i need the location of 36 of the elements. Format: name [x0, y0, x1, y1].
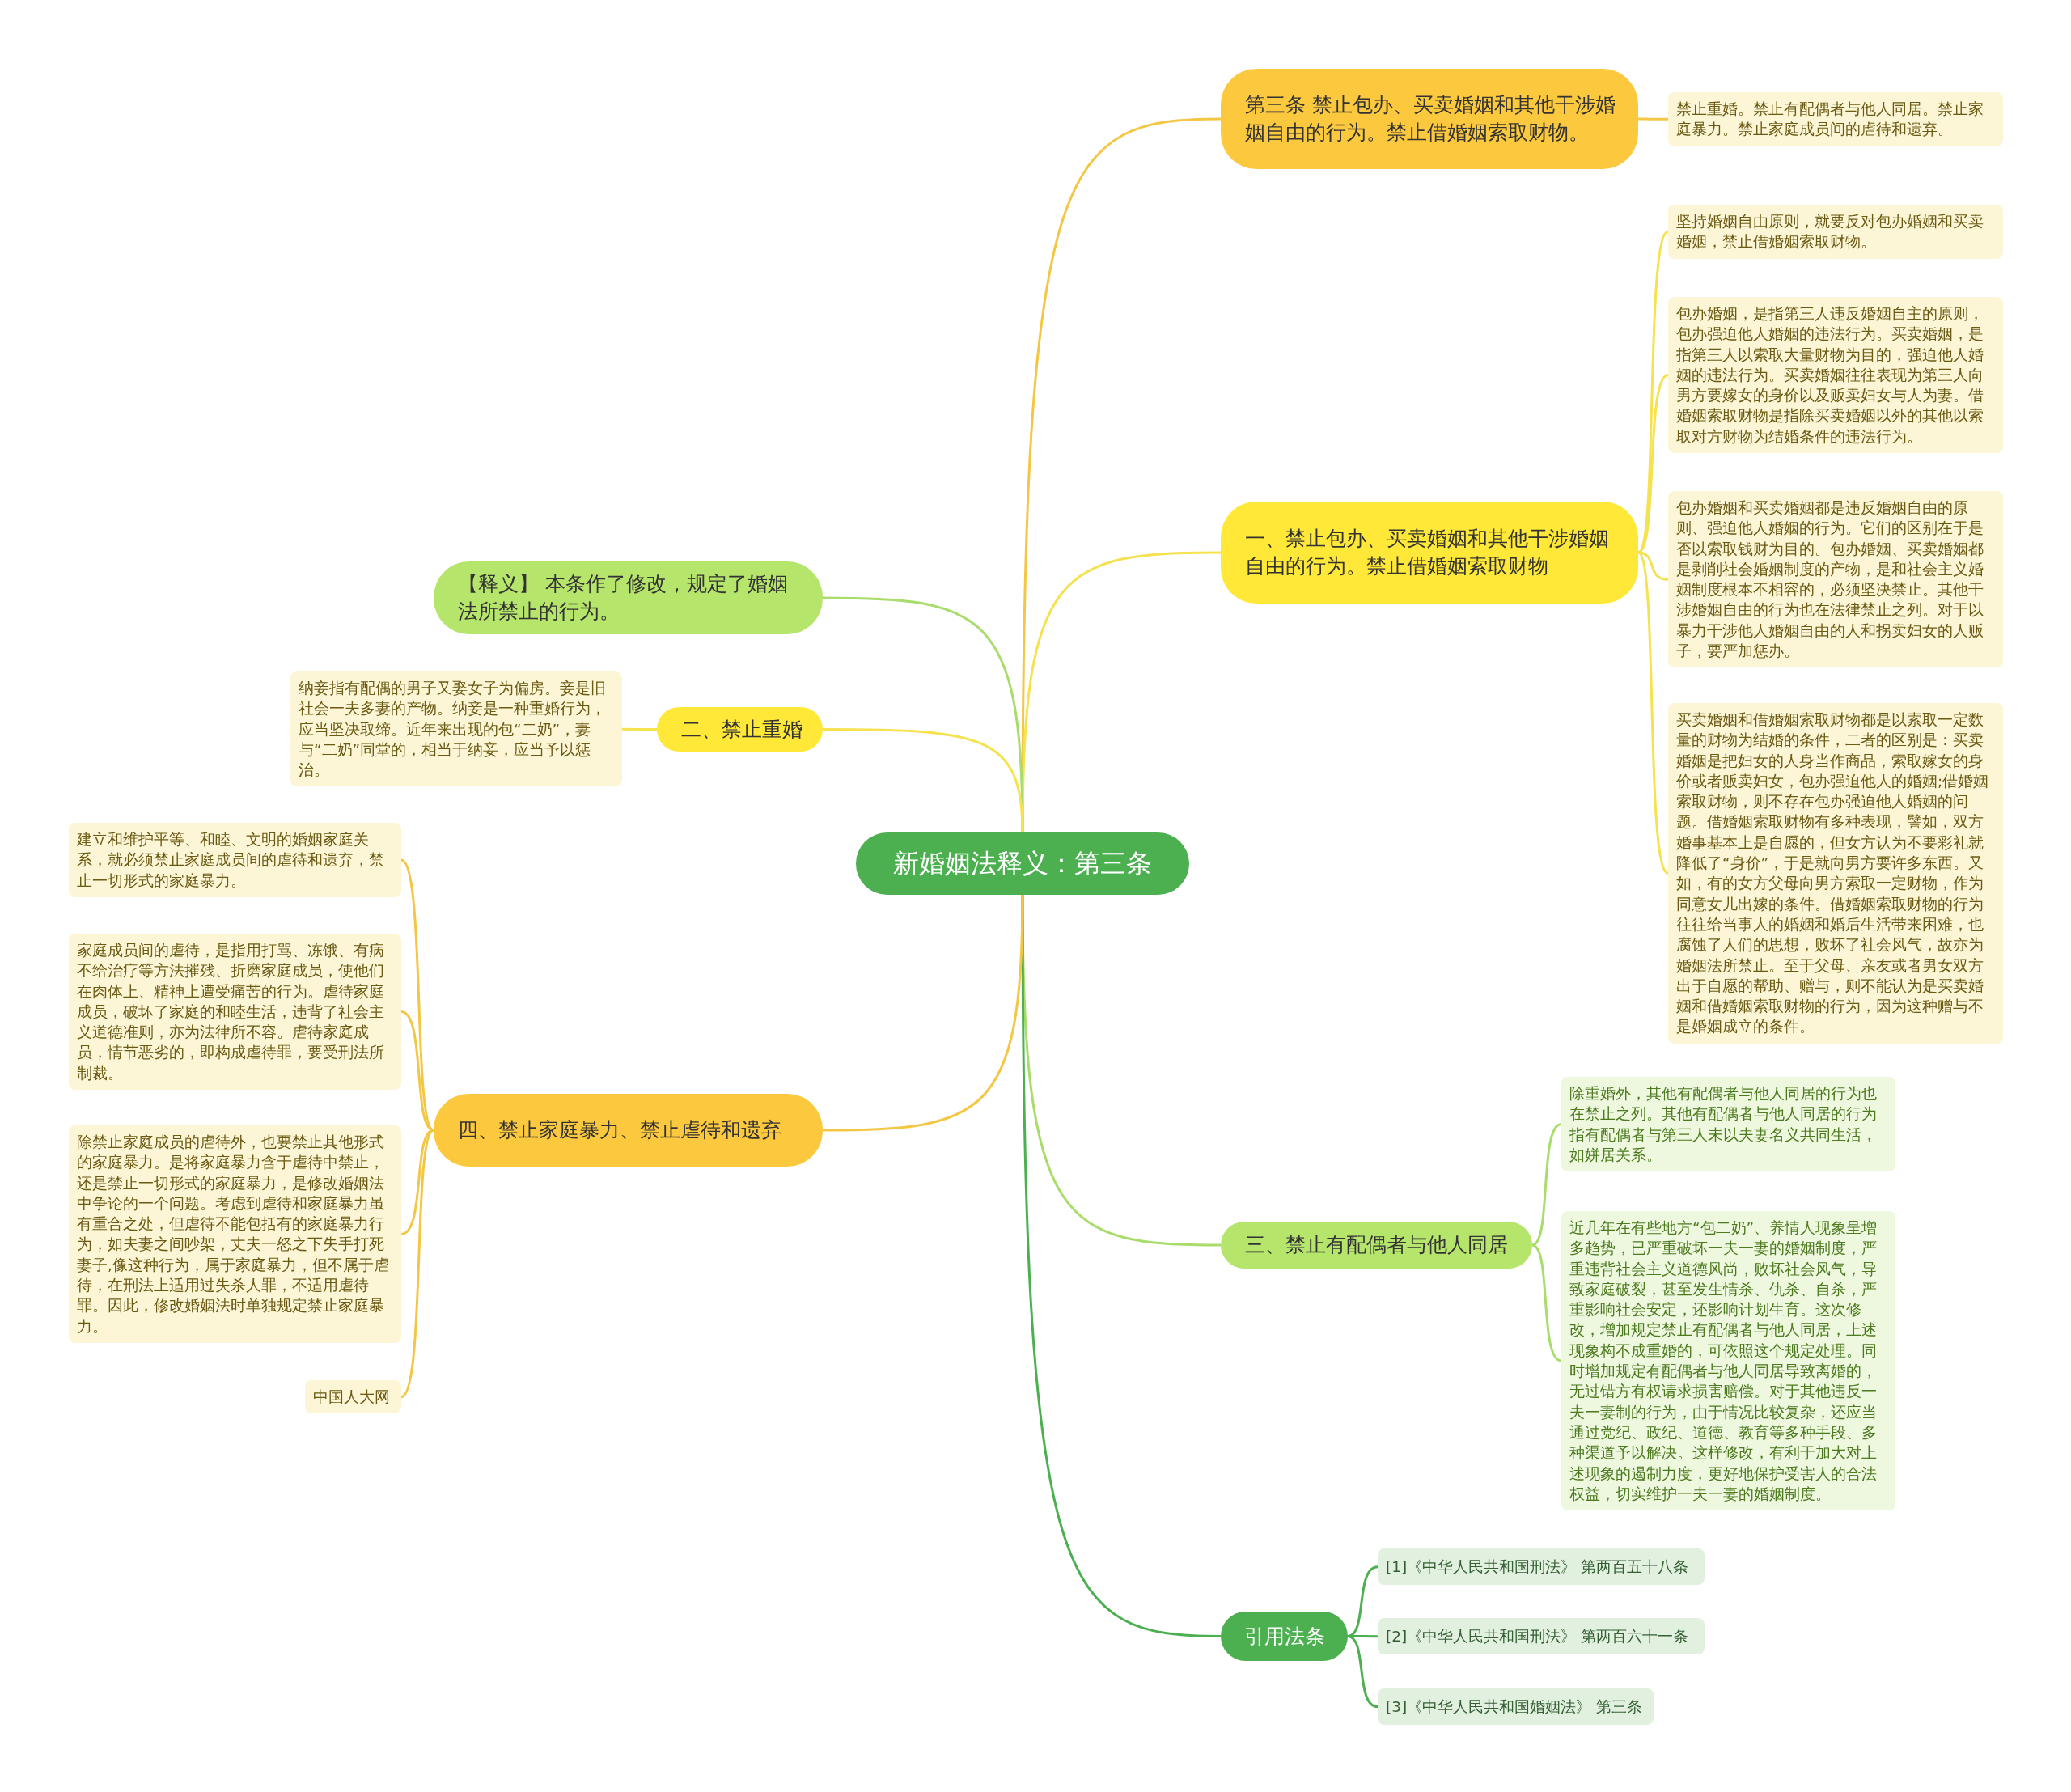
branch-topic: 【释义】 本条作了修改，规定了婚姻法所禁止的行为。: [434, 561, 823, 634]
note-card: 禁止重婚。禁止有配偶者与他人同居。禁止家庭暴力。禁止家庭成员间的虐待和遗弃。: [1668, 92, 2003, 146]
connector-line: [823, 894, 1024, 1132]
connector-line: [622, 727, 657, 731]
connector-line: [1638, 117, 1668, 121]
connector-line: [1347, 1565, 1379, 1637]
connector-line: [1531, 1243, 1562, 1362]
note-card: 坚持婚姻自由原则，就要反对包办婚姻和买卖婚姻，禁止借婚姻索取财物。: [1668, 205, 2003, 259]
note-card: 买卖婚姻和借婚姻索取财物都是以索取一定数量的财物为结婚的条件，二者的区别是：买卖婚姻是把妇女的人身当作商品，索取嫁女的身价或者贩卖妇女，包办强迫他人的婚姻;借婚姻索取财物，则不存在包办强迫他人婚姻的问题。借婚姻索取财物有多种表现，譬如，双方婚事基本上是自愿的，但女方认为不要彩礼就降低了“身价”，于是就向男方要许多东西。又如，有的女方父母向男方索取一定财物，作为同意女儿出嫁的条件。借婚姻索取财物的行为往往给当事人的婚姻和婚后生活带来困难，也腐蚀了人们的思想，败坏了社会风气，故亦为婚姻法所禁止。至于父母、亲友或者男女双方出于自愿的帮助、赠与，则不能认为是买卖婚姻和借婚姻索取财物的行为，因为这种赠与不是婚姻成立的条件。: [1668, 703, 2003, 1044]
connector-line: [1348, 1635, 1378, 1638]
branch-topic: 三、禁止有配偶者与他人同居: [1221, 1222, 1532, 1269]
note-card: 包办婚姻和买卖婚姻都是违反婚姻自由的原则、强迫他人婚姻的行为。它们的区别在于是否以索取钱财为目的。包办婚姻、买卖婚姻都是剥削社会婚姻制度的产物，是和社会主义婚姻制度根本不相容的，必须坚决禁止。其他干涉婚姻自由的行为也在法律禁止之列。对于以暴力干涉他人婚姻自由的人和拐卖妇女的人贩子，要严加惩办。: [1668, 491, 2003, 668]
connector-line: [400, 1129, 435, 1398]
branch-topic: 第三条 禁止包办、买卖婚姻和其他干涉婚姻自由的行为。禁止借婚姻索取财物。: [1221, 69, 1638, 169]
branch-topic: 一、禁止包办、买卖婚姻和其他干涉婚姻自由的行为。禁止借婚姻索取财物: [1221, 502, 1638, 604]
branch-topic: 四、禁止家庭暴力、禁止虐待和遗弃: [434, 1094, 823, 1167]
connector-line: [1531, 1123, 1562, 1247]
note-card: 除禁止家庭成员的虐待外，也要禁止其他形式的家庭暴力。是将家庭暴力含于虐待中禁止，还是禁止一切形式的家庭暴力，是修改婚姻法中争论的一个问题。考虑到虐待和家庭暴力虽有重合之处，但虐待不能包括有的家庭暴力行为，如夫妻之间吵架，丈夫一怒之下失手打死妻子,像这种行为，属于家庭暴力，但不属于虐待，在刑法上适用过失杀人罪，不适用虐待罪。因此，修改婚姻法时单独规定禁止家庭暴力。: [69, 1125, 401, 1343]
note-card: 家庭成员间的虐待，是指用打骂、冻饿、有病不给治疗等方法摧残、折磨家庭成员，使他们在肉体上、精神上遭受痛苦的行为。虐待家庭成员，破坏了家庭的和睦生活，违背了社会主义道德准则，亦为法律所不容。虐待家庭成员，情节恶劣的，即构成虐待罪，要受刑法所制裁。: [69, 934, 401, 1091]
connector-line: [1637, 552, 1670, 875]
branch-topic: 二、禁止重婚: [657, 707, 823, 752]
connector-line: [1021, 551, 1221, 833]
connector-line: [1347, 1635, 1379, 1709]
note-card: 除重婚外，其他有配偶者与他人同居的行为也在禁止之列。其他有配偶者与他人同居的行为指有配偶者与第三人未以夫妻名义共同生活，如姘居关系。: [1561, 1077, 1895, 1172]
note-card: 纳妾指有配偶的男子又娶女子为偏房。妾是旧社会一夫多妻的产物。纳妾是一种重婚行为，应当坚决取缔。近年来出现的包“二奶”，妻与“二奶”同堂的，相当于纳妾，应当予以惩治。: [290, 671, 622, 787]
note-card: [1]《中华人民共和国刑法》 第两百五十八条: [1378, 1548, 1705, 1586]
connector-line: [823, 728, 1024, 833]
connector-line: [1021, 895, 1222, 1637]
note-card: 近几年在有些地方“包二奶”、养情人现象呈增多趋势，已严重破坏一夫一妻的婚姻制度，严重违背社会主义道德风尚，败坏社会风气，导致家庭破裂，甚至发生情杀、仇杀、自杀，严重影响社会安定，还影响计划生育。这次修改，增加规定禁止有配偶者与他人同居，上述现象构不成重婚的，可依照这个规定处理。同时增加规定有配偶者与他人同居导致离婚的，无过错方有权请求损害赔偿。对于其他违反一夫一妻制的行为，由于情况比较复杂，还应当通过党纪、政纪、道德、教育等多种手段、多种渠道予以解决。这样修改，有利于加大对上述现象的遏制力度，更好地保护受害人的合法权益，切实维护一夫一妻的婚姻制度。: [1561, 1211, 1895, 1511]
central-topic: 新婚姻法释义：第三条: [856, 832, 1189, 895]
note-card: 包办婚姻，是指第三人违反婚姻自主的原则，包办强迫他人婚姻的违法行为。买卖婚姻，是指第三人以索取大量财物为目的，强迫他人婚姻的违法行为。买卖婚姻往往表现为第三人向男方要嫁女的身价以及贩卖妇女与人为妻。借婚姻索取财物是指除买卖婚姻以外的其他以索取对方财物为结婚条件的违法行为。: [1668, 297, 2003, 454]
note-card: [2]《中华人民共和国刑法》 第两百六十一条: [1378, 1618, 1705, 1655]
note-card: [3]《中华人民共和国婚姻法》 第三条: [1378, 1688, 1654, 1726]
note-card: 中国人大网: [305, 1380, 401, 1414]
note-card: 建立和维护平等、和睦、文明的婚姻家庭关系，就必须禁止家庭成员间的虐待和遗弃，禁止一切形式的家庭暴力。: [69, 823, 401, 897]
branch-topic: 引用法条: [1221, 1612, 1348, 1661]
